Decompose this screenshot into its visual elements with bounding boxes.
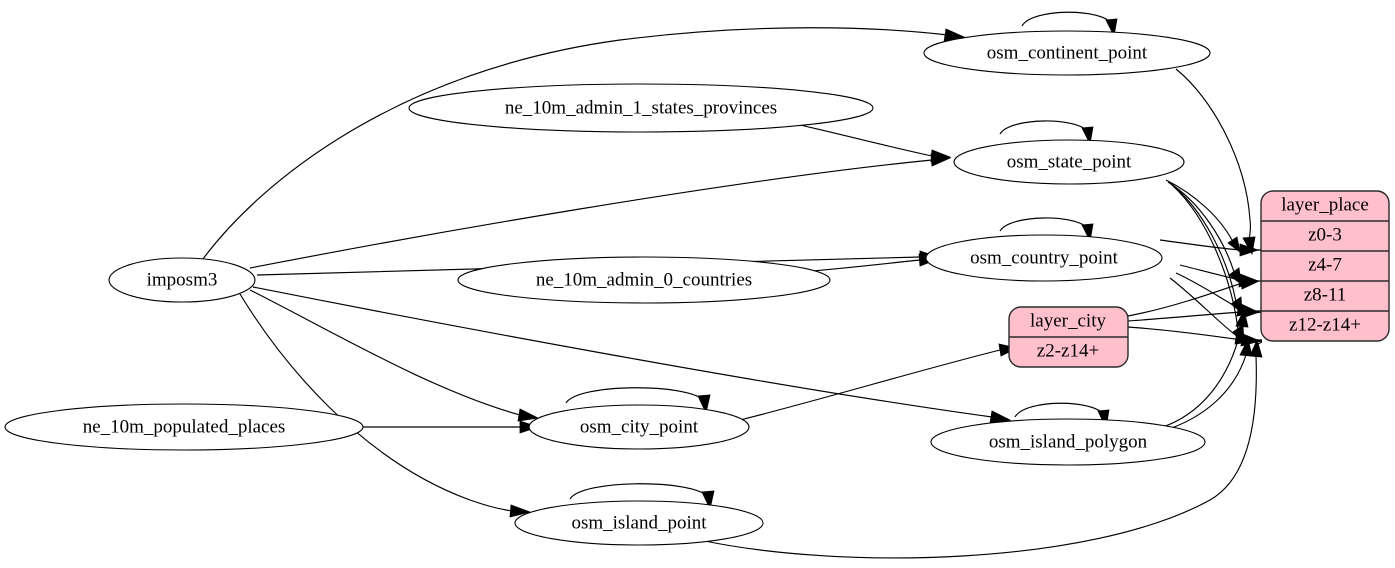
osm-island-polygon-ellipse[interactable] <box>930 418 1206 466</box>
arrowhead-country-place-z03 <box>1239 243 1260 257</box>
layer-place-row-z12-z14[interactable]: z12-z14+ <box>1289 314 1361 335</box>
node-osm-island-polygon[interactable]: osm_island_polygon <box>930 418 1206 466</box>
osm-continent-point-label: osm_continent_point <box>987 42 1148 63</box>
layer-place-box[interactable] <box>1260 190 1390 342</box>
osm-island-polygon-label: osm_island_polygon <box>989 431 1148 452</box>
ne-populated-ellipse[interactable] <box>4 403 364 451</box>
arrowhead-ne-admin1-state <box>930 149 952 163</box>
edge-island-point-self-loop <box>569 483 709 500</box>
edge-city-layer-to-place-z47 <box>1127 282 1243 317</box>
imposm3-label: imposm3 <box>147 269 218 290</box>
arrowhead-citylayer-place-z47 <box>1240 276 1261 290</box>
edge-city-layer-to-place-z1214 <box>1127 326 1243 341</box>
edge-country-to-place-z03 <box>1159 239 1241 251</box>
edge-ne-admin1-to-state-point <box>799 124 933 157</box>
osm-state-point-label: osm_state_point <box>1007 151 1132 172</box>
layer-city-title: layer_city <box>1030 310 1106 331</box>
osm-country-point-label: osm_country_point <box>970 247 1118 268</box>
node-imposm3[interactable]: imposm3 <box>108 257 256 303</box>
osm-island-point-ellipse[interactable] <box>514 500 764 546</box>
osm-country-point-ellipse[interactable] <box>925 234 1163 282</box>
edge-layer <box>199 11 1263 559</box>
edge-island-polygon-self-loop <box>1014 402 1105 418</box>
layer-place-title: layer_place <box>1281 194 1369 215</box>
layer-place-row-z4-7[interactable]: z4-7 <box>1308 254 1342 275</box>
node-layer: imposm3 ne_10m_admin_1_states_provinces … <box>4 30 1390 546</box>
node-osm-state-point[interactable]: osm_state_point <box>953 139 1185 185</box>
ne-populated-label: ne_10m_populated_places <box>83 416 286 437</box>
edge-island-point-to-place-z1214 <box>699 355 1257 559</box>
edge-country-self-loop <box>999 217 1089 232</box>
edge-city-layer-to-place-z811 <box>1127 311 1243 322</box>
edge-imposm3-to-state-point <box>249 159 933 269</box>
imposm3-ellipse[interactable] <box>108 257 256 303</box>
node-osm-continent-point[interactable]: osm_continent_point <box>923 30 1211 76</box>
arrowhead-citylayer-place-z811 <box>1241 305 1261 319</box>
edge-islandpoly-z1214-tail <box>1247 340 1263 344</box>
osm-island-point-label: osm_island_point <box>571 512 707 533</box>
edge-country-to-place-z811 <box>1175 272 1241 310</box>
layer-place-row-z8-11[interactable]: z8-11 <box>1304 284 1347 305</box>
edge-state-to-place-z03 <box>1165 179 1233 241</box>
layer-city-row-z2-z14[interactable]: z2-z14+ <box>1037 340 1099 361</box>
edge-state-to-place-z47 <box>1167 181 1235 273</box>
edge-imposm3-to-continent-point <box>199 27 949 264</box>
node-ne-10m-admin-0-countries[interactable]: ne_10m_admin_0_countries <box>457 256 831 304</box>
node-osm-city-point[interactable]: osm_city_point <box>528 404 750 450</box>
arrowhead-imposm3-island-point <box>509 504 532 518</box>
edge-city-self-loop <box>565 387 705 404</box>
edge-continent-self-loop <box>1021 11 1113 27</box>
edge-country-to-place-z1214 <box>1169 277 1239 338</box>
node-layer-city[interactable]: layer_city z2-z14+ <box>1008 306 1129 368</box>
osm-state-point-ellipse[interactable] <box>953 139 1185 185</box>
osm-city-point-ellipse[interactable] <box>528 404 750 450</box>
arrowhead-islandpoint-place-z1214 <box>1249 338 1263 358</box>
osm-continent-point-ellipse[interactable] <box>923 30 1211 76</box>
arrowhead-state-place-z03 <box>1227 236 1241 253</box>
ne-admin1-label: ne_10m_admin_1_states_provinces <box>505 97 777 118</box>
edge-island-polygon-to-place-z1214 <box>1162 354 1247 432</box>
ne-admin0-label: ne_10m_admin_0_countries <box>536 269 752 290</box>
arrowhead-city-self <box>697 394 711 415</box>
ne-admin1-ellipse[interactable] <box>408 83 874 133</box>
node-ne-10m-admin-1-states-provinces[interactable]: ne_10m_admin_1_states_provinces <box>408 83 874 133</box>
edge-imposm3-to-city-point <box>249 289 521 416</box>
layer-place-row-z0-3[interactable]: z0-3 <box>1308 224 1342 245</box>
arrowhead-imposm3-city <box>517 408 540 422</box>
edge-imposm3-to-island-polygon <box>252 286 993 418</box>
ne-admin0-ellipse[interactable] <box>457 256 831 304</box>
arrowhead-state-self <box>1081 126 1094 146</box>
edge-country-to-place-z47 <box>1179 264 1241 281</box>
edge-city-point-to-layer-city <box>739 349 1001 421</box>
edge-island-polygon-to-place-z811 <box>1159 324 1243 429</box>
node-ne-10m-populated-places[interactable]: ne_10m_populated_places <box>4 403 364 451</box>
osm-city-point-label: osm_city_point <box>580 416 699 437</box>
edge-continent-to-place-z03 <box>1175 68 1251 241</box>
edge-imposm3-to-island-point <box>239 293 513 512</box>
node-layer-place[interactable]: layer_place z0-3 z4-7 z8-11 z12-z14+ <box>1260 190 1390 342</box>
edge-state-self-loop <box>999 120 1089 135</box>
edge-islandpoly-z811-tail <box>1243 311 1263 315</box>
node-osm-island-point[interactable]: osm_island_point <box>514 500 764 546</box>
edge-islandpoint-z1214-tail <box>1257 341 1263 345</box>
edge-ne-admin0-to-country-point <box>799 259 921 273</box>
node-osm-country-point[interactable]: osm_country_point <box>925 234 1163 282</box>
edge-state-to-place-z811 <box>1169 182 1237 303</box>
